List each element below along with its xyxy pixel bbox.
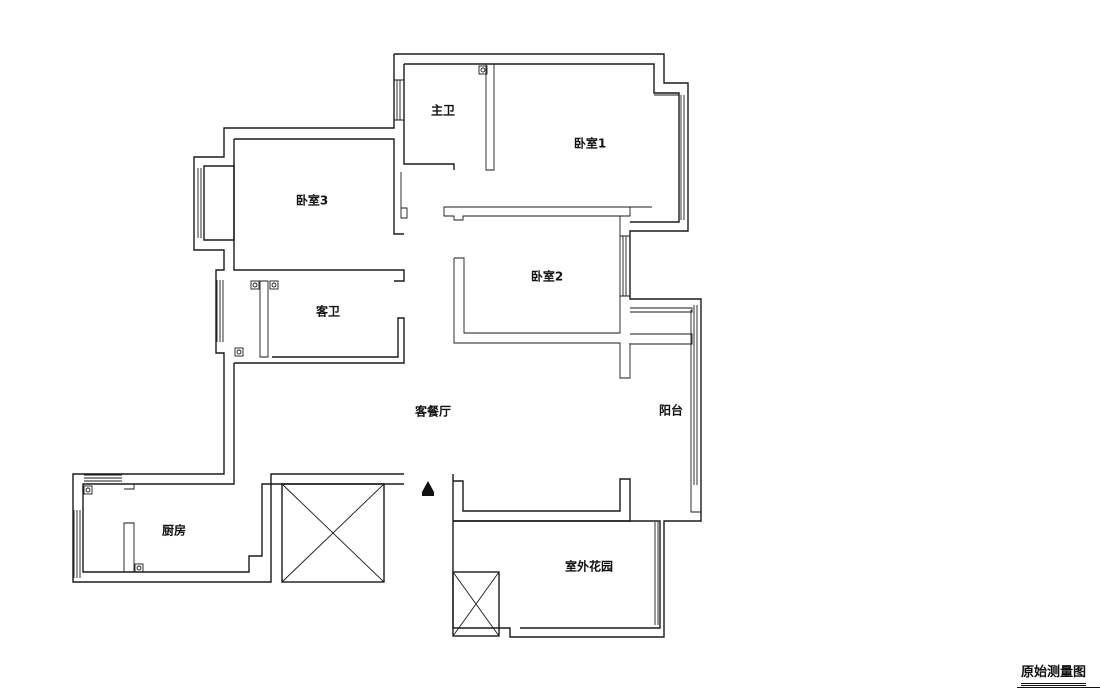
room-label-bedroom3: 卧室3: [296, 193, 328, 208]
room-label-bedroom2: 卧室2: [531, 269, 563, 284]
room-label-bedroom1: 卧室1: [574, 136, 606, 151]
drawing-title: 原始测量图: [1016, 661, 1100, 688]
pipe-markers: [83, 65, 488, 573]
interior-walls: [123, 64, 701, 573]
windows: [73, 79, 698, 625]
room-label-living-dining: 客餐厅: [414, 404, 451, 419]
outer-walls: [72, 53, 702, 638]
entrance-marker: [422, 481, 434, 496]
shaft-living: [281, 483, 385, 583]
room-label-garden: 室外花园: [565, 559, 613, 574]
room-label-balcony: 阳台: [659, 403, 683, 418]
shaft-garden: [452, 571, 500, 637]
room-label-guest-bath: 客卫: [315, 304, 340, 319]
room-label-kitchen: 厨房: [162, 523, 186, 538]
room-label-master-bath: 主卫: [431, 103, 455, 118]
